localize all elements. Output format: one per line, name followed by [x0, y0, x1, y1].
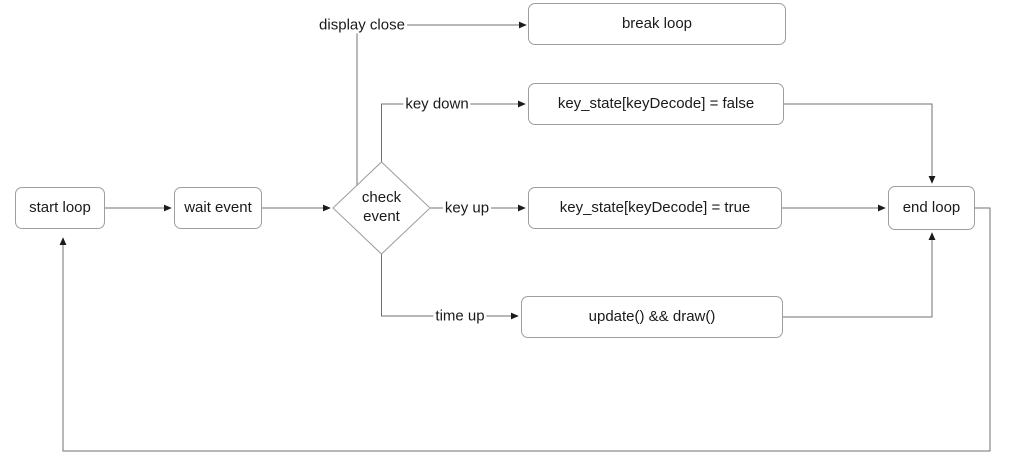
node-key-state-false: key_state[keyDecode] = false [528, 83, 784, 125]
edge-loop-back [59, 207, 991, 452]
node-wait-event: wait event [174, 187, 262, 229]
node-end-loop: end loop [888, 186, 975, 230]
edge-false-to-end [784, 103, 936, 184]
node-start-loop: start loop [15, 187, 105, 229]
edge-label-key-up: key up [442, 199, 492, 217]
node-check-event-label: check event [361, 189, 402, 225]
node-check-event-shape [332, 161, 431, 255]
edge-label-display-close: display close [317, 16, 407, 34]
node-update-draw: update() && draw() [521, 296, 783, 338]
node-break-loop: break loop [528, 3, 786, 45]
edge-label-key-down: key down [403, 95, 471, 113]
edge-key-down [381, 100, 526, 162]
node-key-state-true: key_state[keyDecode] = true [528, 187, 782, 229]
edge-label-time-up: time up [433, 307, 487, 325]
edge-update-to-end [783, 232, 936, 318]
